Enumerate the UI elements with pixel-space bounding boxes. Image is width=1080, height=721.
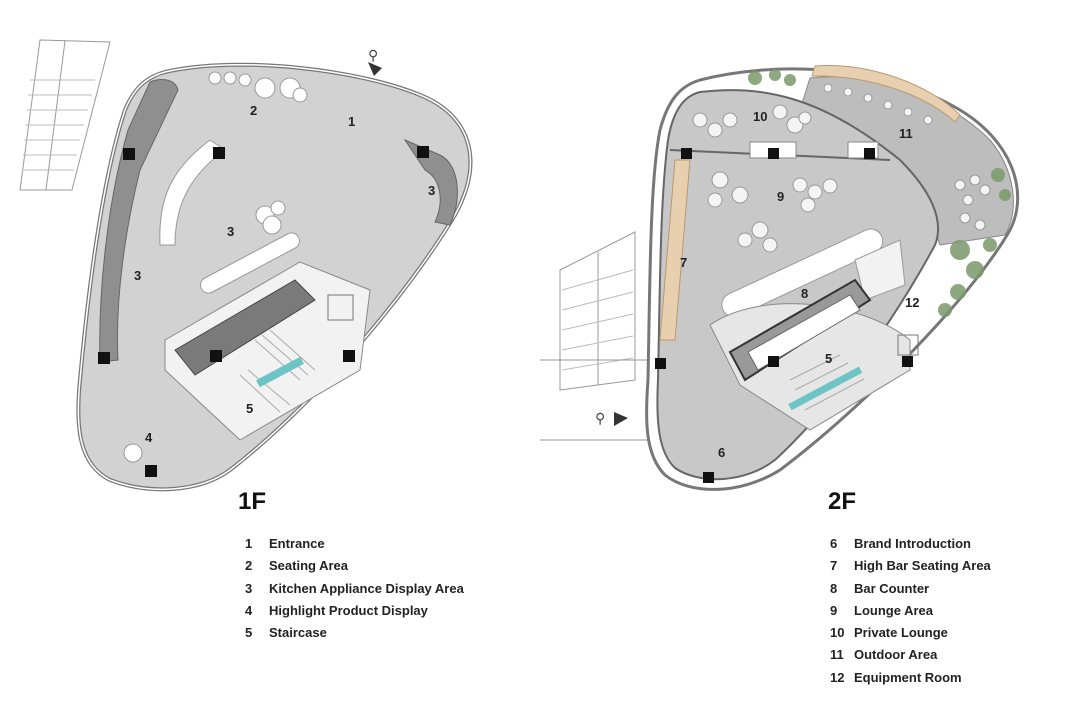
legend-item: 6 Brand Introduction: [830, 536, 991, 558]
legend-1f: 1 Entrance 2 Seating Area 3 Kitchen Applian…: [245, 536, 464, 647]
entrance-person-icon: ⚲: [595, 410, 605, 426]
legend-item: 8 Bar Counter: [830, 581, 991, 603]
legend-number: 2: [245, 558, 253, 574]
legend-item: 1 Entrance: [245, 536, 464, 558]
legend-label: Highlight Product Display: [269, 602, 428, 618]
legend-number: 10: [830, 625, 845, 641]
plan-label-staircase: 5: [246, 401, 253, 416]
legend-label: Brand Introduction: [854, 536, 971, 551]
elevator: [327, 294, 354, 321]
bar-counter: [721, 228, 884, 318]
exterior-stair-1f: [19, 39, 111, 191]
legend-number: 1: [245, 536, 253, 551]
plan-label-staircase: 5: [825, 351, 832, 366]
legend-item: 7 High Bar Seating Area: [830, 558, 991, 580]
legend-label: Entrance: [269, 536, 325, 551]
legend-label: Bar Counter: [854, 580, 930, 596]
wood-bench-outdoor: [811, 65, 961, 123]
columns-1f: [98, 146, 429, 477]
legend-item: 9 Lounge Area: [830, 603, 991, 625]
legend-label: Equipment Room: [854, 669, 962, 685]
equipment-box: [897, 334, 919, 356]
plan-label-lounge: 9: [777, 189, 784, 204]
legend-item: 4 Highlight Product Display: [245, 603, 464, 625]
plan-label-outdoor: 11: [899, 126, 913, 141]
display-counter-left: [99, 79, 179, 363]
entrance-arrow-icon: [368, 62, 382, 76]
legend-number: 6: [830, 536, 838, 551]
high-bar-counter: [659, 159, 691, 341]
seating-furniture-1f: [123, 71, 308, 463]
plan-label-entrance: 1: [348, 114, 355, 129]
legend-number: 9: [830, 602, 838, 618]
seating-furniture-2f: [692, 83, 991, 253]
legend-label: Staircase: [269, 625, 327, 641]
legend-label: Seating Area: [269, 558, 348, 574]
plan-label-equipment: 12: [905, 295, 919, 310]
plan-label-kitchen: 3: [134, 268, 141, 283]
curved-bench: [159, 139, 226, 246]
plan-label-highlight: 4: [145, 430, 153, 445]
display-table: [200, 232, 300, 294]
legend-2f: 6 Brand Introduction 7 High Bar Seating Ar…: [830, 536, 991, 692]
floor-title-2f: 2F: [828, 488, 857, 515]
legend-item: 3 Kitchen Appliance Display Area: [245, 581, 464, 603]
staircase-core-2f: [709, 278, 919, 431]
plan-label-brand: 6: [718, 445, 725, 460]
entrance-arrow-icon: [614, 412, 628, 426]
legend-item: 10 Private Lounge: [830, 625, 991, 647]
plan-label-private-lounge: 10: [753, 109, 767, 124]
legend-item: 11 Outdoor Area: [830, 647, 991, 669]
legend-number: 12: [830, 669, 845, 685]
legend-number: 7: [830, 558, 838, 574]
legend-label: Outdoor Area: [854, 647, 938, 663]
legend-label: Lounge Area: [854, 602, 933, 618]
floor-plan-2f: ⚲ 10 11 9 7 8 12 5 6: [540, 65, 1020, 491]
entrance-person-icon: ⚲: [368, 47, 378, 63]
floor-title-1f: 1F: [238, 488, 267, 515]
display-counter-right: [403, 138, 458, 226]
plan-label-seating: 2: [250, 103, 257, 118]
legend-label: High Bar Seating Area: [854, 558, 991, 574]
exterior-stair-2f: [540, 231, 655, 441]
legend-number: 11: [830, 647, 844, 663]
plan-label-kitchen: 3: [227, 224, 234, 239]
legend-item: 2 Seating Area: [245, 558, 464, 580]
legend-number: 4: [245, 602, 253, 618]
legend-number: 8: [830, 580, 838, 596]
glass-railing: [788, 366, 863, 411]
legend-label: Kitchen Appliance Display Area: [269, 580, 464, 596]
legend-item: 12 Equipment Room: [830, 670, 991, 692]
glass-railing: [256, 356, 304, 388]
legend-item: 5 Staircase: [245, 625, 464, 647]
legend-number: 5: [245, 625, 253, 641]
legend-label: Private Lounge: [854, 625, 948, 641]
columns-2f: [655, 148, 913, 483]
floor-plan-1f: ⚲ 1 2 3 3 3 4 5: [19, 39, 473, 492]
plan-label-bar-counter: 8: [801, 286, 808, 301]
plan-label-kitchen: 3: [428, 183, 435, 198]
plants: [748, 69, 1011, 317]
legend-number: 3: [245, 580, 253, 596]
plan-label-high-bar: 7: [680, 255, 687, 270]
